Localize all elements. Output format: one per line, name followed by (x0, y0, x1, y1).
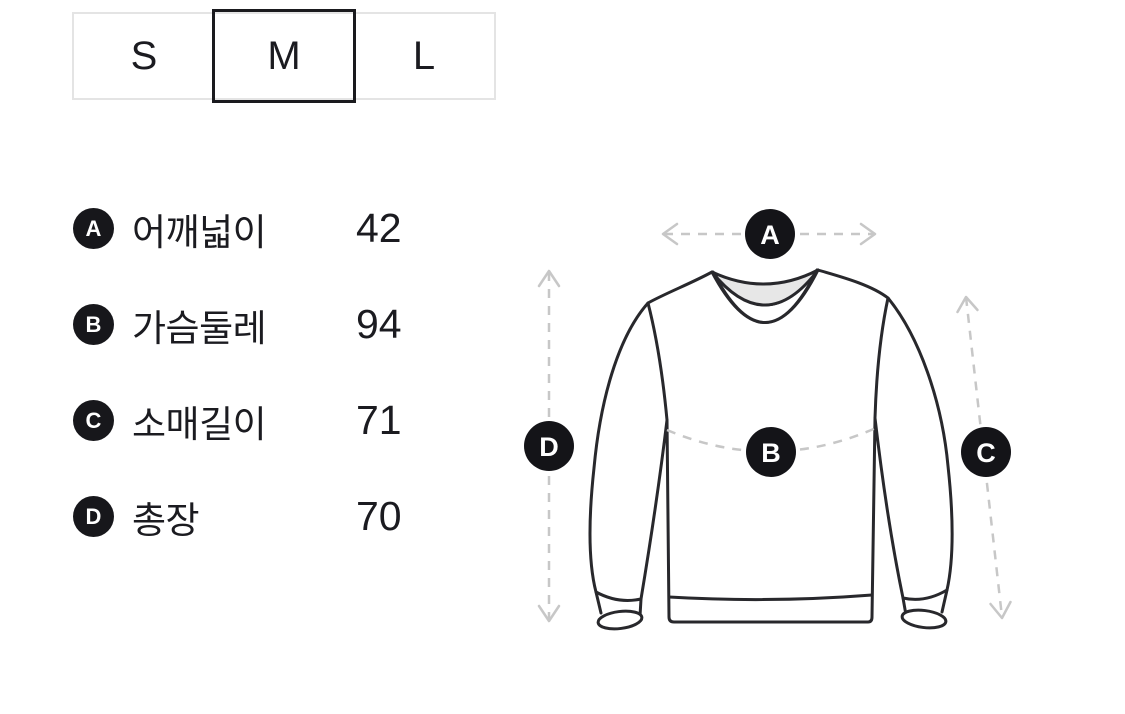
diagram-marker-a-letter: A (760, 220, 780, 250)
measurement-badge-c: C (73, 400, 114, 441)
measurement-badge-d: D (73, 496, 114, 537)
measurement-label-total-length: 총장 (132, 499, 200, 541)
diagram-marker-a (745, 209, 795, 259)
measurement-row-c: C 소매길이 71 (73, 397, 503, 445)
measurement-value-sleeve-length: 71 (356, 397, 402, 443)
measurement-label-chest-circumference: 가슴둘레 (132, 307, 267, 349)
diagram-marker-d-letter: D (539, 432, 559, 462)
diagram-marker-c (961, 427, 1011, 477)
size-option-s[interactable]: S (130, 33, 158, 78)
hem-band-line (667, 593, 874, 602)
arrow-a-left-head (661, 222, 679, 246)
arrow-c-top-head (956, 295, 979, 314)
measurement-row-d: D 총장 70 (73, 493, 503, 541)
measurement-value-chest-circumference: 94 (356, 301, 402, 347)
left-armhole-seam (646, 301, 669, 422)
measurement-badge-a: A (73, 208, 114, 249)
measurement-list: A 어깨넓이 42 B 가슴둘레 94 C 소매길이 71 D 총장 70 (73, 205, 503, 592)
measurement-row-a: A 어깨넓이 42 (73, 205, 503, 253)
measurement-row-b: B 가슴둘레 94 (73, 301, 503, 349)
arrow-d-top-head (537, 269, 561, 288)
collar-inner-back (710, 268, 820, 307)
measurement-label-sleeve-length: 소매길이 (132, 403, 267, 445)
arrow-c-bottom-head (989, 600, 1012, 620)
left-cuff-opening (596, 609, 644, 631)
diagram-marker-b-letter: B (761, 438, 781, 468)
diagram-marker-b (746, 427, 796, 477)
right-cuff-side-outer (940, 588, 949, 614)
right-cuff-opening (900, 608, 948, 630)
measurement-value-total-length: 70 (356, 493, 402, 539)
size-option-l[interactable]: L (412, 33, 436, 78)
right-armhole-seam (873, 296, 890, 420)
arrow-d-bottom-head (537, 604, 561, 623)
diagram-markers: A B C D (524, 209, 1011, 477)
size-diagram: A B C D (524, 209, 1012, 631)
measurement-label-shoulder-width: 어깨넓이 (132, 211, 267, 253)
diagram-marker-c-letter: C (976, 438, 996, 468)
size-option-m-selected[interactable]: M (212, 9, 356, 103)
diagram-marker-d (524, 421, 574, 471)
size-selector: S M L (72, 9, 496, 103)
arrow-a-right-head (859, 222, 877, 246)
left-cuff-side-outer (594, 590, 603, 615)
measurement-badge-b: B (73, 304, 114, 345)
measurement-value-shoulder-width: 42 (356, 205, 402, 251)
